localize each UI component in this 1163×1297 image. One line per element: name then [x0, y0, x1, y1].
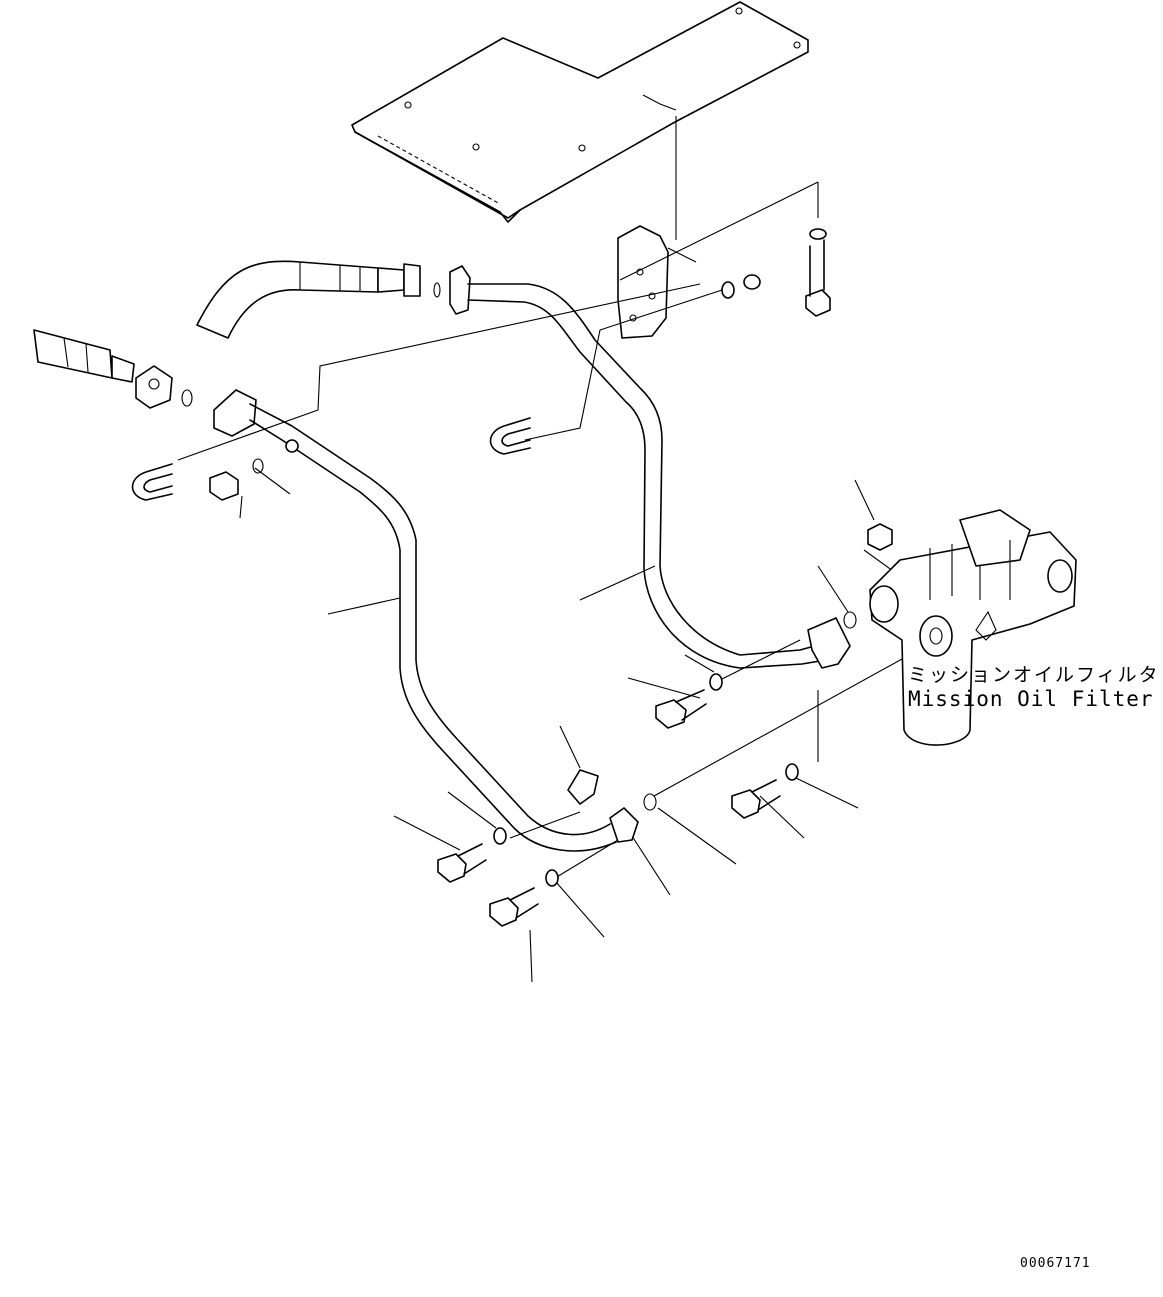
- drawing-number: 00067171: [1020, 1256, 1091, 1271]
- filter-label-jp: ミッションオイルフィルタ: [908, 664, 1160, 686]
- bolt-icon: [209, 239, 831, 927]
- washer-icon: [493, 228, 827, 887]
- filter-label-en: Mission Oil Filter: [908, 687, 1154, 711]
- u-bolt-icon: [131, 417, 531, 501]
- bracket: [617, 116, 697, 339]
- nut-icon: [867, 523, 893, 551]
- lower-hose: [33, 329, 193, 409]
- lower-tube: [213, 389, 617, 852]
- oil-filter: [869, 509, 1077, 746]
- upper-tube: [449, 265, 857, 669]
- clamp-icon: [567, 769, 639, 843]
- mounting-plate: [351, 1, 809, 223]
- upper-hose: [196, 260, 441, 339]
- leader-lines: [177, 181, 923, 983]
